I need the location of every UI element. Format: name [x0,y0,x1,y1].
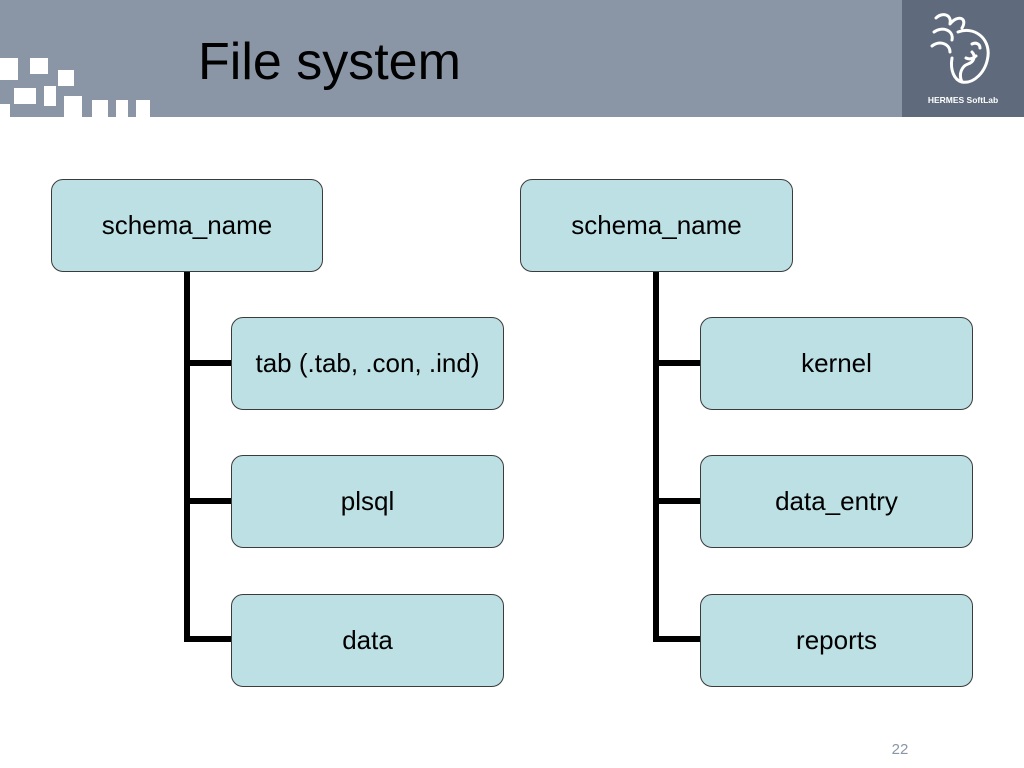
branch-connector [653,498,701,504]
tree-root-node: schema_name [520,179,793,272]
tree-child-node: data [231,594,504,687]
slide-title: File system [198,33,461,91]
hermes-logo-icon [930,13,990,84]
header-decoration [44,86,56,106]
branch-connector [653,360,701,366]
header-decoration [136,100,150,117]
header-decoration [0,58,18,80]
header-band [0,0,902,117]
tree-root-node: schema_name [51,179,323,272]
header-decoration [116,100,128,117]
brand-name: HERMES SoftLab [927,95,999,105]
tree-child-node: reports [700,594,973,687]
header-decoration [92,100,108,117]
tree-trunk-connector [184,270,190,642]
header-decoration [64,96,82,117]
header-decoration [14,88,36,104]
page-number: 22 [891,741,909,758]
header-decoration [58,70,74,86]
branch-connector [653,636,701,642]
tree-child-node: kernel [700,317,973,410]
branch-connector [184,498,232,504]
header-decoration [0,104,10,117]
branch-connector [184,360,232,366]
branch-connector [184,636,232,642]
tree-child-node: tab (.tab, .con, .ind) [231,317,504,410]
tree-child-node: plsql [231,455,504,548]
header-decoration [30,58,48,74]
tree-child-node: data_entry [700,455,973,548]
tree-trunk-connector [653,270,659,642]
